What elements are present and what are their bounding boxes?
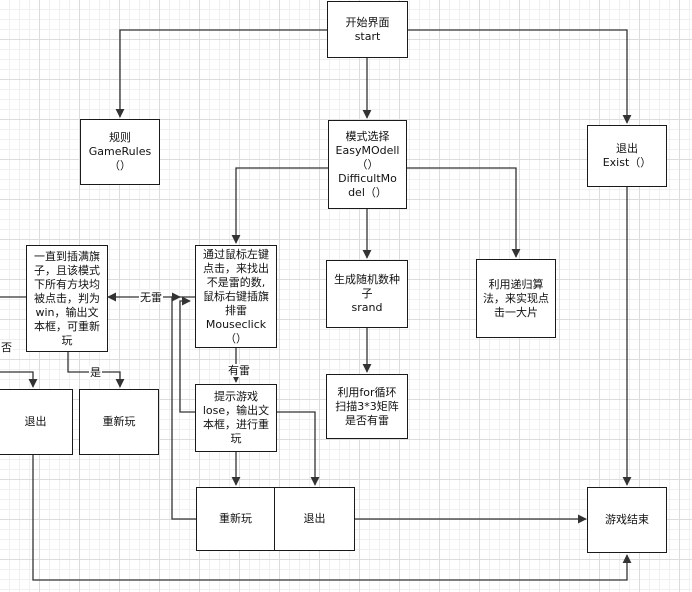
rules-node: 规则 GameRules （） xyxy=(80,119,160,185)
edge-label-no-mine: 无雷 xyxy=(139,291,163,304)
game-end-node: 游戏结束 xyxy=(587,487,667,553)
srand-node: 生成随机数种 子 srand xyxy=(326,260,408,328)
exit-top-node: 退出 Exist（） xyxy=(587,125,667,187)
edge-label-has-mine: 有雷 xyxy=(227,364,251,377)
replay-bottom-node: 重新玩 xyxy=(196,487,275,551)
edge-win-exit xyxy=(0,371,38,388)
exit-left-node: 退出 xyxy=(0,389,73,455)
edge-lose-exit xyxy=(277,411,320,486)
recursion-node: 利用递归算 法，来实现点 击一大片 xyxy=(476,259,556,338)
scan-node: 利用for循环 扫描3*3矩阵 是否有雷 xyxy=(326,374,408,439)
exit-bottom-node: 退出 xyxy=(274,487,355,551)
mouse-click-node: 通过鼠标左键 点击，来找出 不是雷的数, 鼠标右键插旗 排雷 Mouseclic… xyxy=(195,245,277,348)
edge-mode-mouse xyxy=(231,167,328,244)
edge-mode-recursion xyxy=(407,167,521,258)
replay-left-node: 重新玩 xyxy=(79,389,159,455)
edge-start-rules xyxy=(115,29,327,118)
edge-lose-loop xyxy=(179,296,196,413)
win-node: 一直到插满旗 子，且该模式 下所有方块均 被点击，判为 win，输出文 本框，可… xyxy=(26,245,108,352)
edge-replay-loop xyxy=(171,292,196,520)
edge-label-yes: 是 xyxy=(89,366,102,379)
start-node: 开始界面 start xyxy=(327,1,408,58)
lose-node: 提示游戏 lose，输出文 本框，进行重 玩 xyxy=(195,384,277,452)
mode-select-node: 模式选择 EasyMOdell （） DifficultMo del（） xyxy=(328,120,407,209)
edge-exitleft-end xyxy=(32,455,632,581)
edge-start-exit xyxy=(408,29,632,124)
edge-label-no: 否 xyxy=(0,341,13,354)
